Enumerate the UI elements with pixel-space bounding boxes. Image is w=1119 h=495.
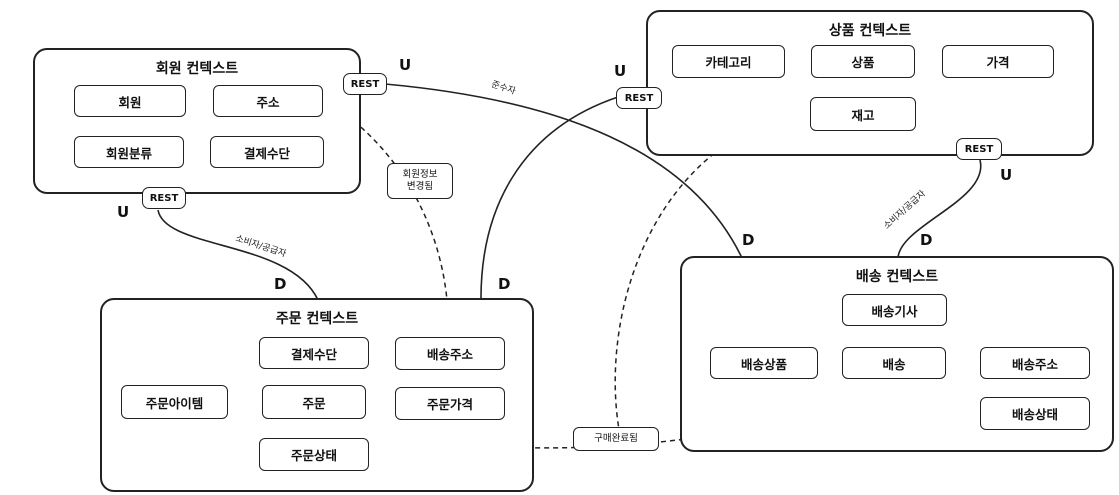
order-item-entity: 주문아이템	[121, 385, 228, 419]
relation-product-order	[480, 96, 619, 303]
upstream-marker-member-right: U	[399, 56, 412, 74]
stock-entity: 재고	[810, 97, 916, 131]
member-entity: 회원	[74, 85, 186, 117]
product-entity: 상품	[811, 45, 915, 78]
product-rest-port-bottom: REST	[956, 138, 1002, 160]
product-rest-port-left: REST	[616, 87, 662, 109]
order-context-title: 주문 컨텍스트	[275, 311, 359, 327]
member-payment-method-entity: 결제수단	[210, 136, 324, 168]
upstream-marker-product-bottom: U	[1000, 166, 1013, 184]
event-member-info-changed-line1: 회원정보	[402, 168, 438, 180]
downstream-marker-delivery-top: D	[920, 231, 933, 249]
upstream-marker-product-left: U	[614, 62, 627, 80]
member-rest-port-bottom: REST	[142, 187, 186, 209]
order-delivery-address-entity: 배송주소	[395, 337, 505, 370]
delivery-status-entity: 배송상태	[980, 397, 1090, 430]
relation-member-delivery	[384, 83, 743, 259]
category-entity: 카테고리	[672, 45, 785, 78]
product-context-title: 상품 컨텍스트	[828, 23, 912, 39]
delivery-context-title: 배송 컨텍스트	[855, 269, 939, 285]
driver-entity: 배송기사	[842, 294, 947, 326]
event-member-info-changed-line2: 변경됨	[406, 181, 434, 192]
price-entity: 가격	[942, 45, 1054, 78]
downstream-marker-delivery-left: D	[742, 231, 755, 249]
order-entity: 주문	[262, 385, 366, 419]
member-rest-port: REST	[343, 73, 387, 95]
relation-member-order	[157, 209, 319, 301]
delivery-address-entity: 배송주소	[980, 347, 1090, 379]
event-member-info-changed: 회원정보 변경됨	[387, 163, 453, 199]
member-class-entity: 회원분류	[74, 136, 184, 168]
event-purchase-completed: 구매완료됨	[573, 427, 659, 451]
order-status-entity: 주문상태	[259, 438, 369, 471]
order-price-entity: 주문가격	[395, 387, 505, 420]
relation-product-delivery	[897, 159, 982, 259]
delivery-entity: 배송	[842, 347, 946, 379]
delivery-product-entity: 배송상품	[710, 347, 818, 379]
order-payment-method-entity: 결제수단	[259, 337, 369, 369]
member-context-title: 회원 컨텍스트	[155, 61, 239, 77]
upstream-marker-member-bottom: U	[117, 203, 130, 221]
downstream-marker-order-right: D	[498, 275, 511, 293]
member-context: 회원 컨텍스트	[33, 48, 361, 194]
downstream-marker-order-left: D	[274, 275, 287, 293]
member-address-entity: 주소	[213, 85, 323, 117]
product-context: 상품 컨텍스트	[646, 10, 1094, 156]
